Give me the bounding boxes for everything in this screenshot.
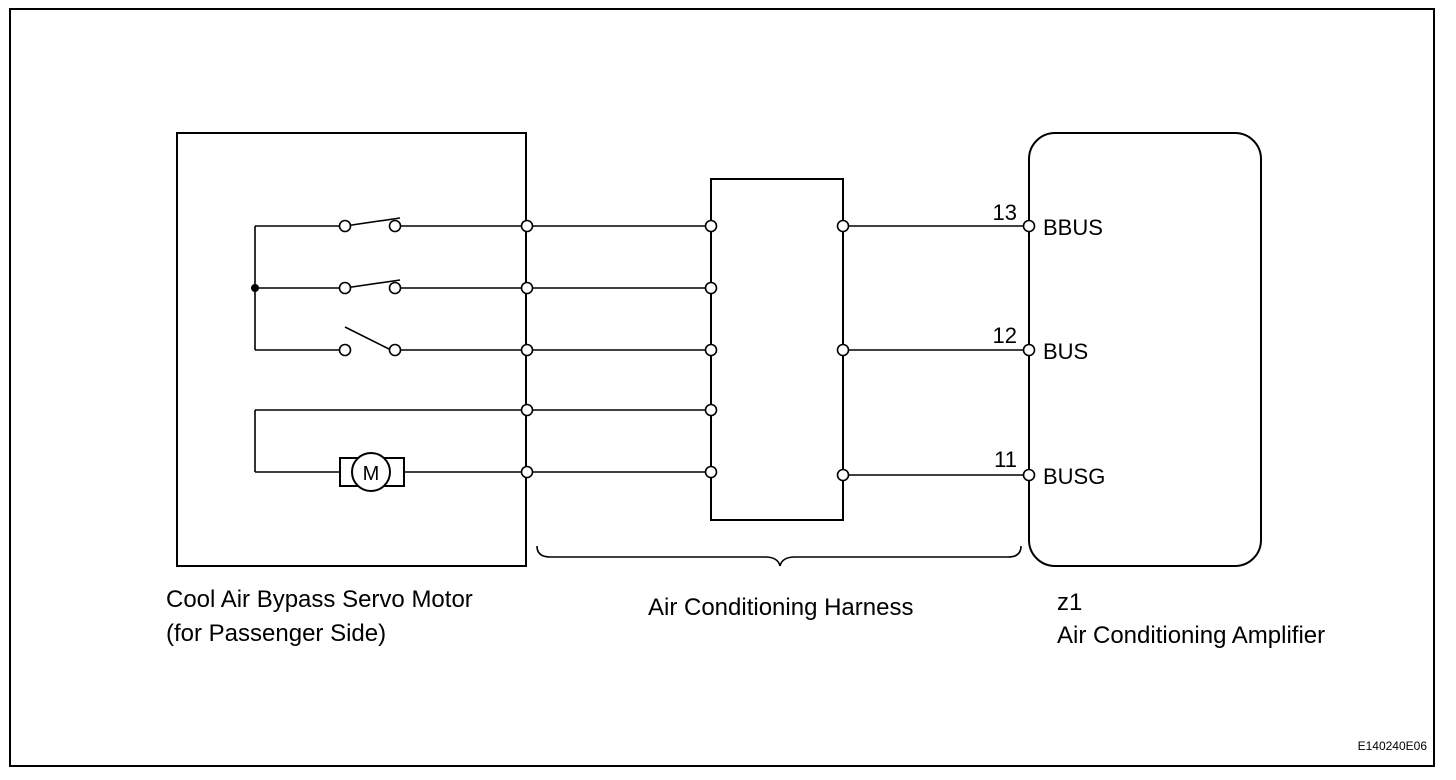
pin-number-13: 13 [993, 200, 1017, 225]
amplifier-terminals [1022, 219, 1036, 482]
servo-to-harness-wires [527, 225, 711, 473]
figure-code: E140240E06 [1358, 739, 1428, 753]
motor-symbol-letter: M [363, 463, 380, 485]
servo-motor-label-line2: (for Passenger Side) [166, 620, 386, 647]
pin-name-bus: BUS [1043, 339, 1088, 364]
harness-label: Air Conditioning Harness [648, 594, 913, 621]
junction-dot [251, 284, 259, 292]
harness-bracket [536, 545, 1022, 567]
harness-terminals-left [704, 219, 718, 479]
position-switch-1 [338, 217, 402, 233]
position-switch-2 [338, 279, 402, 295]
harness-to-amplifier-wires [843, 225, 1029, 476]
pin-name-busg: BUSG [1043, 464, 1105, 489]
harness-box [710, 178, 844, 521]
position-switch-3 [338, 326, 402, 357]
amplifier-connector-label: z1 [1057, 589, 1082, 616]
motor-symbol: M [339, 452, 405, 492]
amplifier-label: Air Conditioning Amplifier [1057, 622, 1325, 649]
servo-connector-terminals [520, 219, 534, 479]
pin-name-bbus: BBUS [1043, 215, 1103, 240]
pin-number-12: 12 [993, 323, 1017, 348]
servo-motor-label-line1: Cool Air Bypass Servo Motor [166, 586, 473, 613]
diagram-frame [9, 8, 1435, 767]
servo-internal-wiring [251, 225, 527, 473]
harness-terminals-right [836, 219, 850, 482]
pin-number-11: 11 [994, 447, 1017, 472]
